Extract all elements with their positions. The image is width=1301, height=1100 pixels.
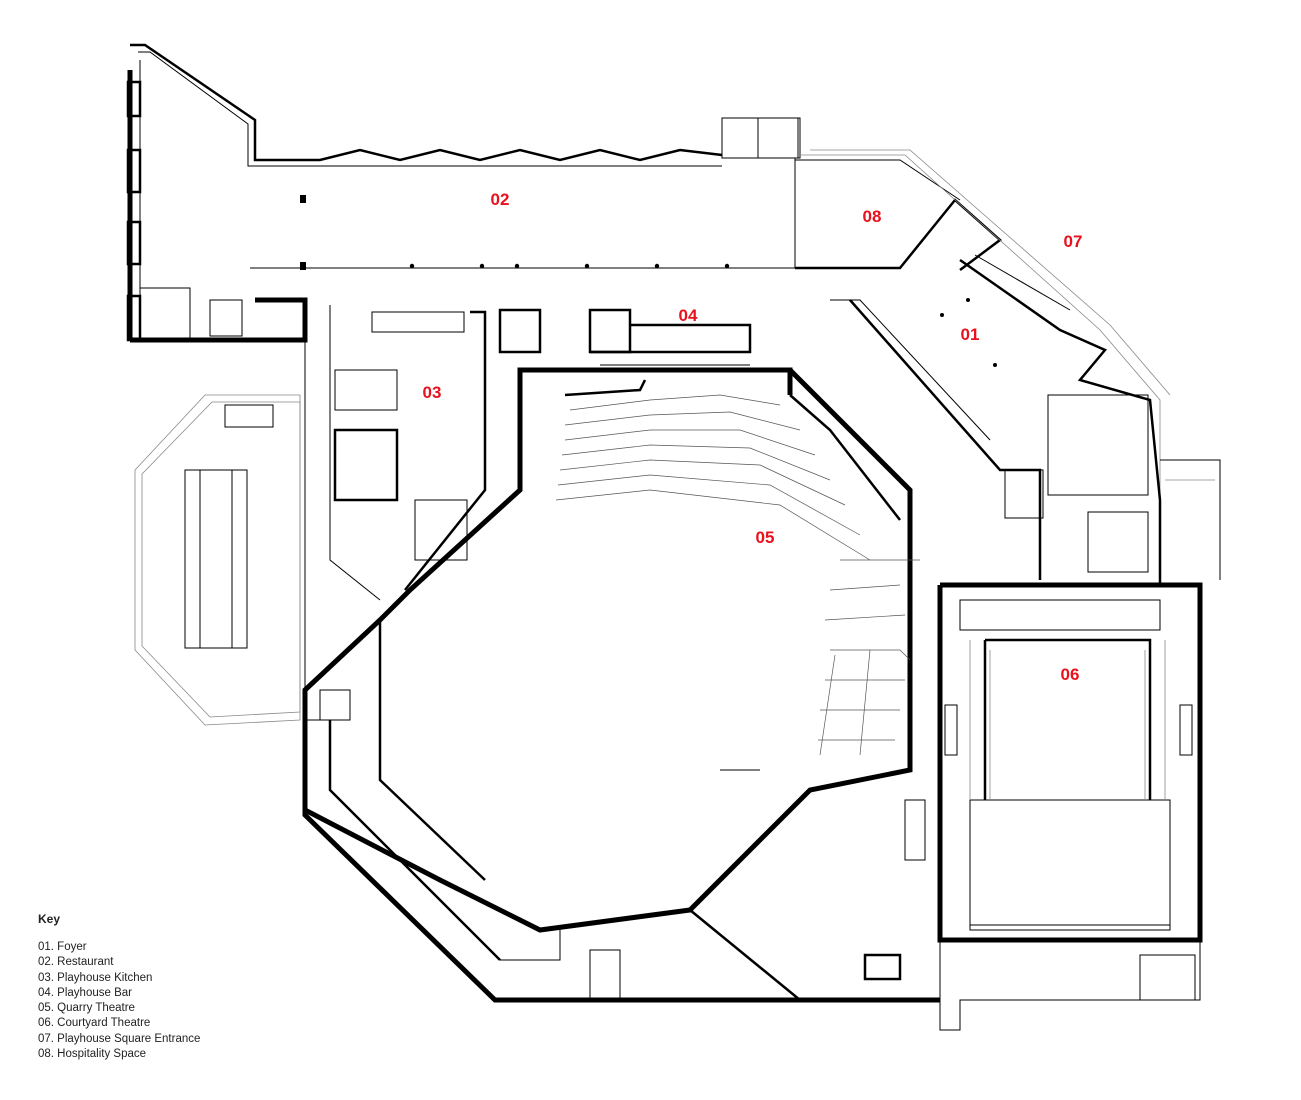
area-label-06: 06 [1061, 665, 1080, 684]
quarry-seating [555, 394, 920, 756]
key-item: 03. Playhouse Kitchen [38, 971, 153, 984]
key-item: 04. Playhouse Bar [38, 986, 132, 999]
key-legend: Key 01. Foyer 02. Restaurant 03. Playhou… [38, 912, 200, 1062]
key-title: Key [38, 912, 61, 926]
kitchen-bar-block [304, 305, 793, 721]
foyer-block [722, 149, 1221, 585]
key-item: 02. Restaurant [38, 956, 114, 969]
key-item: 07. Playhouse Square Entrance [38, 1032, 201, 1045]
area-labels: 01 02 03 04 05 06 07 08 [423, 190, 1083, 684]
courtyard-theatre [937, 582, 1203, 1031]
corridor-ring [302, 689, 940, 1003]
terrace-outline [134, 394, 301, 726]
key-item: 05. Quarry Theatre [38, 1002, 135, 1015]
key-item: 08. Hospitality Space [38, 1048, 147, 1061]
key-item: 01. Foyer [38, 941, 87, 953]
restaurant-block [126, 43, 801, 343]
area-label-07: 07 [1064, 232, 1083, 251]
area-label-03: 03 [423, 383, 442, 402]
quarry-theatre [302, 367, 920, 933]
key-item: 06. Courtyard Theatre [38, 1017, 151, 1030]
area-label-02: 02 [491, 190, 510, 209]
area-label-04: 04 [679, 306, 698, 325]
area-label-05: 05 [756, 528, 775, 547]
area-label-08: 08 [863, 207, 882, 226]
area-label-01: 01 [961, 325, 980, 344]
